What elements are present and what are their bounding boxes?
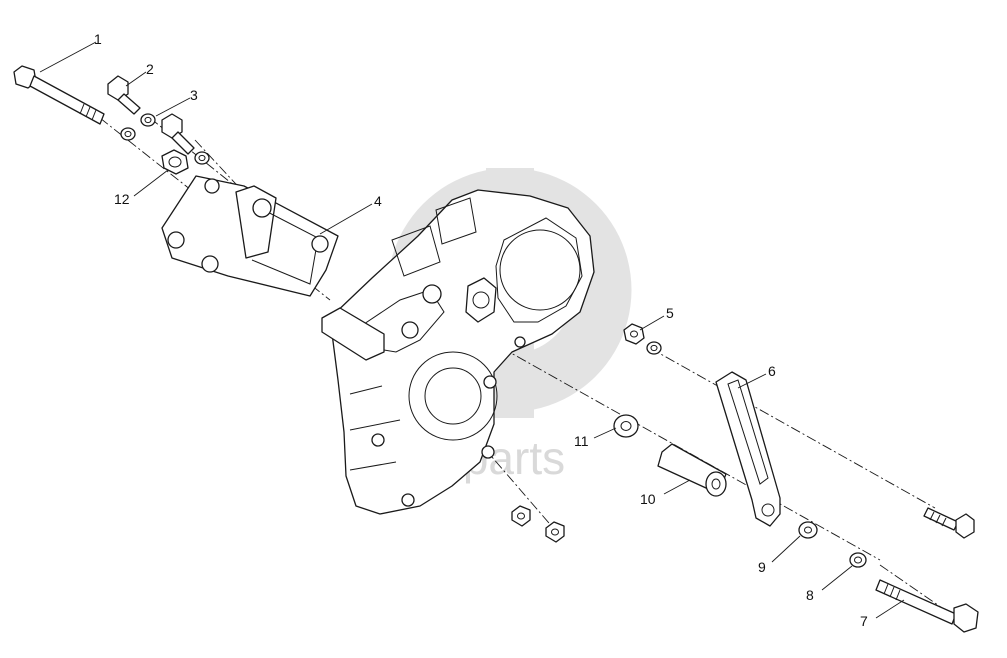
washer-2 [140, 113, 156, 127]
sleeve-10 [657, 443, 727, 497]
washer-11 [613, 414, 639, 438]
nut-a [511, 505, 531, 527]
short-bolt-a [107, 75, 141, 115]
callout-4: 4 [374, 193, 382, 209]
mounting-bracket [161, 175, 339, 297]
gear-housing [321, 189, 595, 515]
washer-9 [798, 521, 818, 539]
washer-3 [194, 151, 210, 165]
callout-12: 12 [114, 191, 130, 207]
callout-2: 2 [146, 61, 154, 77]
leader-lines [39, 41, 905, 619]
callout-9: 9 [758, 559, 766, 575]
nut-and-washer [623, 323, 662, 355]
long-bolt [13, 65, 105, 125]
callout-3: 3 [190, 87, 198, 103]
callout-10: 10 [640, 491, 656, 507]
washer-1 [120, 127, 136, 141]
bolt-upper-right [923, 507, 975, 539]
callout-11: 11 [574, 433, 589, 449]
lock-washer-8 [849, 552, 867, 568]
callout-6: 6 [768, 363, 776, 379]
lower-nuts [511, 505, 565, 543]
callout-8: 8 [806, 587, 814, 603]
upper-washers [120, 113, 210, 165]
bolt-7 [875, 579, 979, 633]
adjusting-strap [715, 371, 781, 527]
nut-b [545, 521, 565, 543]
callout-5: 5 [666, 305, 674, 321]
short-bolt-b [161, 113, 195, 155]
callout-labels: 1 2 3 4 5 6 7 8 9 10 11 12 [94, 31, 868, 629]
callout-1: 1 [94, 31, 102, 47]
spacer-sleeve [161, 149, 189, 175]
callout-7: 7 [860, 613, 868, 629]
